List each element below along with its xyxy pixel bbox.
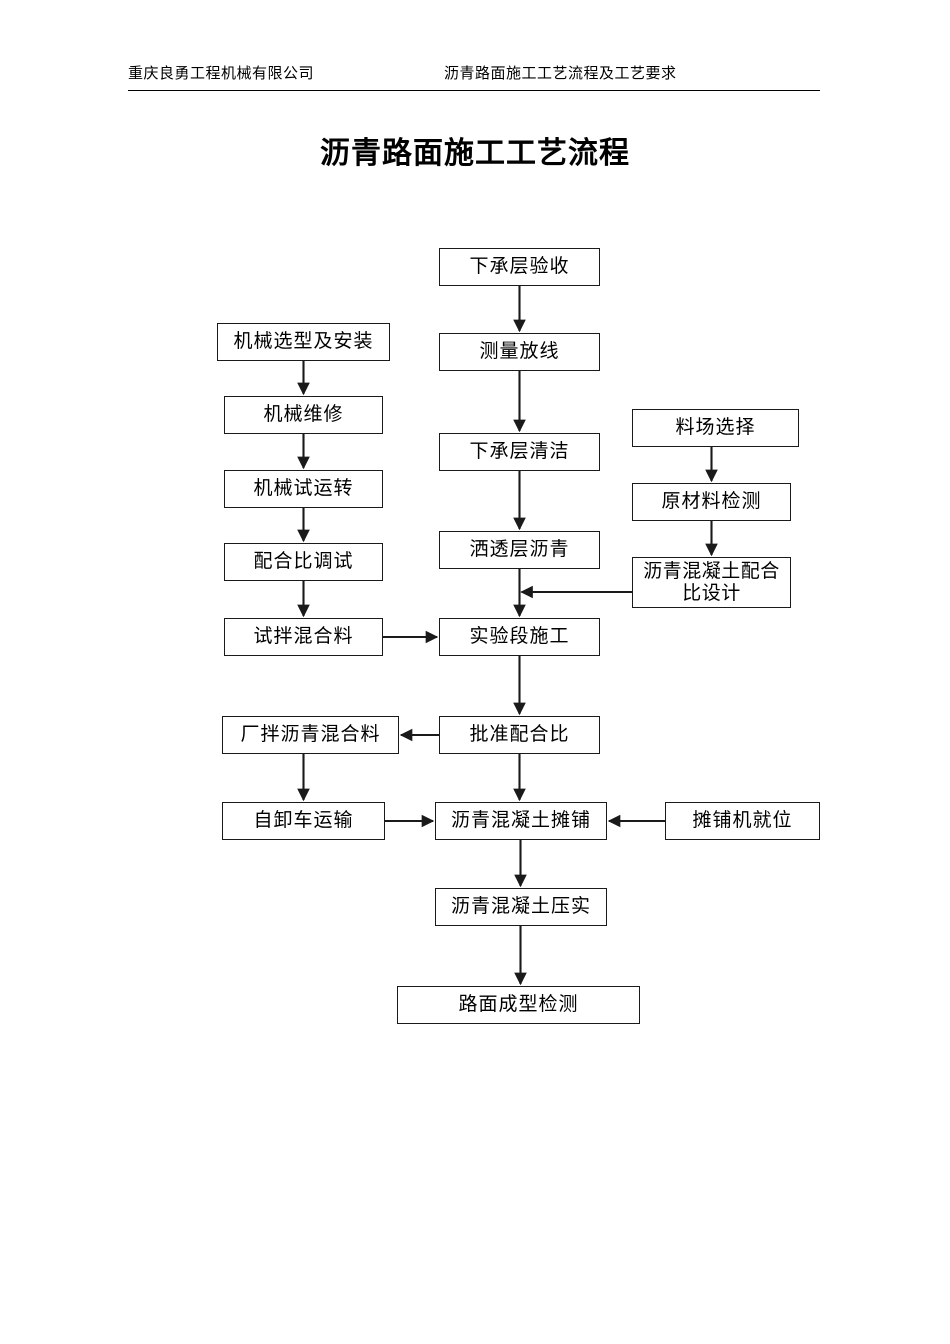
flow-node-shiyanduan-shigong[interactable]: 实验段施工 bbox=[439, 618, 600, 656]
flow-node-celiang-fangxian[interactable]: 测量放线 bbox=[439, 333, 600, 371]
flow-node-liqing-peihebi-sheji[interactable]: 沥青混凝土配合 比设计 bbox=[632, 557, 791, 608]
flow-node-jixie-shiyunzhuan[interactable]: 机械试运转 bbox=[224, 470, 383, 508]
flow-node-tanpuji-jiuwei[interactable]: 摊铺机就位 bbox=[665, 802, 820, 840]
page-header: 重庆良勇工程机械有限公司 沥青路面施工工艺流程及工艺要求 bbox=[128, 62, 820, 91]
flow-node-liqing-tanpu[interactable]: 沥青混凝土摊铺 bbox=[435, 802, 607, 840]
flow-node-xiachengceng-yanshou[interactable]: 下承层验收 bbox=[439, 248, 600, 286]
flow-node-yuancailiao-jiance[interactable]: 原材料检测 bbox=[632, 483, 791, 521]
flow-node-satouceng-liqing[interactable]: 洒透层沥青 bbox=[439, 531, 600, 569]
flow-node-liqing-yashi[interactable]: 沥青混凝土压实 bbox=[435, 888, 607, 926]
flow-node-peihebi-tiaoshi[interactable]: 配合比调试 bbox=[224, 543, 383, 581]
page-title: 沥青路面施工工艺流程 bbox=[320, 136, 630, 171]
header-company-name: 重庆良勇工程机械有限公司 bbox=[128, 66, 315, 82]
header-document-title: 沥青路面施工工艺流程及工艺要求 bbox=[444, 66, 677, 82]
flow-node-xiachengceng-qingjie[interactable]: 下承层清洁 bbox=[439, 433, 600, 471]
flow-node-jixie-xuanxing-anzhuang[interactable]: 机械选型及安装 bbox=[217, 323, 390, 361]
flow-node-lumian-chengxing-jiance[interactable]: 路面成型检测 bbox=[397, 986, 640, 1024]
flow-node-zixieche-yunshu[interactable]: 自卸车运输 bbox=[222, 802, 385, 840]
flow-node-changban-liqing-hunheliao[interactable]: 厂拌沥青混合料 bbox=[222, 716, 399, 754]
flow-node-liaochang-xuanze[interactable]: 料场选择 bbox=[632, 409, 799, 447]
flow-node-shiban-hunheliao[interactable]: 试拌混合料 bbox=[224, 618, 383, 656]
flow-node-pizhun-peihebi[interactable]: 批准配合比 bbox=[439, 716, 600, 754]
flow-node-jixie-weixiu[interactable]: 机械维修 bbox=[224, 396, 383, 434]
